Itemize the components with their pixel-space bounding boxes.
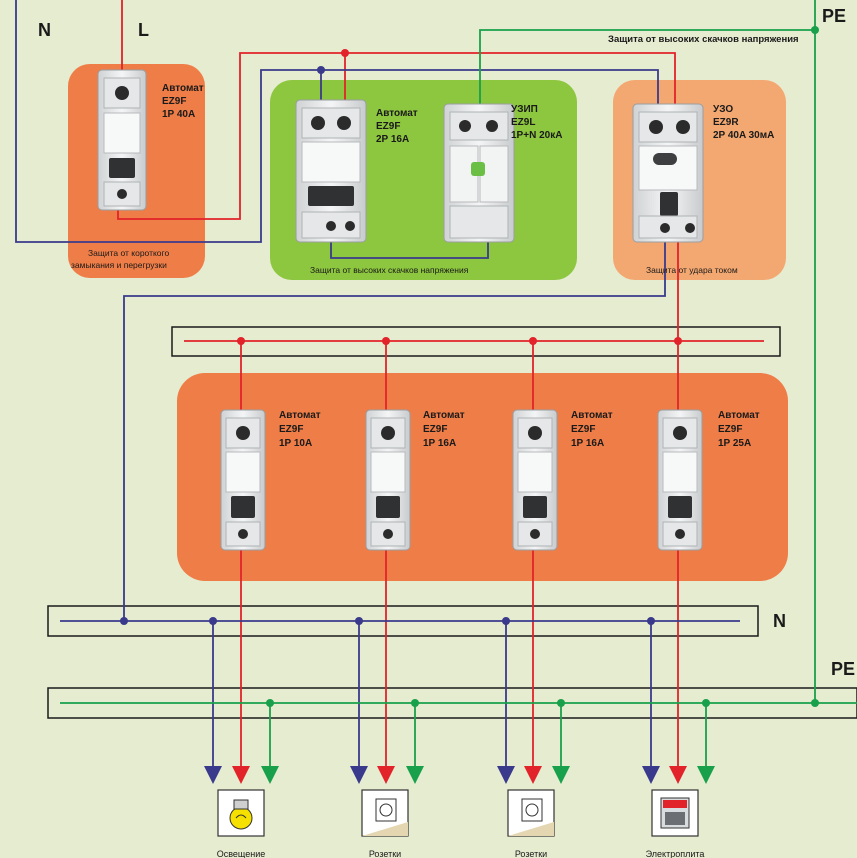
- top-banner-text: Защита от высоких скачков напряжения: [608, 34, 799, 45]
- branch-labels: Автомат EZ9F 1P 10A Автомат EZ9F 1P 16A …: [279, 410, 760, 449]
- branch-4-label-line3: 1P 25A: [718, 438, 751, 449]
- branch-breaker-4: [657, 409, 703, 551]
- two-pole-label-line1: Автомат: [376, 108, 418, 119]
- branch-2-label-line2: EZ9F: [423, 424, 447, 435]
- neutral-terminal-label: N: [38, 20, 51, 40]
- main-breaker-label-line1: Автомат: [162, 83, 204, 94]
- branch-1-label-line2: EZ9F: [279, 424, 303, 435]
- neutral-busbar: [47, 605, 759, 637]
- branch-3-label-line1: Автомат: [571, 410, 613, 421]
- load-caption-sockets-1: Розетки: [369, 849, 401, 858]
- load-caption-lighting: Освещение: [217, 849, 266, 858]
- branch-breaker-2: [365, 409, 411, 551]
- rcd-device: [632, 103, 704, 243]
- two-pole-breaker-label: Автомат EZ9F 2P 16A: [376, 108, 418, 145]
- main-caption-line1: Защита от короткого: [88, 248, 169, 258]
- branch-3-label-line3: 1P 16A: [571, 438, 604, 449]
- phase-busbar: [171, 326, 781, 357]
- spd-label-line2: EZ9L: [511, 117, 535, 128]
- main-breaker-label: Автомат EZ9F 1P 40A: [162, 83, 204, 120]
- branch-2-label-line1: Автомат: [423, 410, 465, 421]
- earth-bus-label: PE: [831, 659, 855, 679]
- branch-breaker-1: [220, 409, 266, 551]
- branch-3-label-line2: EZ9F: [571, 424, 595, 435]
- phase-wires: [117, 0, 764, 784]
- rcd-label-line2: EZ9R: [713, 117, 739, 128]
- main-caption-line2: замыкания и перегрузки: [71, 260, 167, 270]
- surge-protector-label: УЗИП EZ9L 1P+N 20кА: [511, 104, 562, 141]
- main-breaker-label-line2: EZ9F: [162, 96, 186, 107]
- rcd-label: УЗО EZ9R 2P 40A 30мА: [713, 104, 774, 141]
- load-caption-sockets-2: Розетки: [515, 849, 547, 858]
- spd-label-line1: УЗИП: [511, 104, 538, 115]
- earth-busbar: [47, 687, 857, 719]
- two-pole-label-line3: 2P 16A: [376, 134, 409, 145]
- electric-stove-icon: [651, 789, 699, 837]
- spd-label-line3: 1P+N 20кА: [511, 130, 562, 141]
- two-pole-breaker-device: [295, 99, 367, 243]
- branch-2-label-line3: 1P 16A: [423, 438, 456, 449]
- load-caption-stove: Электроплита: [646, 849, 705, 858]
- branch-1-label-line3: 1P 10A: [279, 438, 312, 449]
- socket-icon: [507, 789, 555, 837]
- surge-protector-device: [443, 103, 515, 243]
- main-breaker-label-line3: 1P 40A: [162, 109, 195, 120]
- neutral-bus-label: N: [773, 611, 786, 631]
- rcd-caption: Защита от удара током: [646, 265, 738, 275]
- neutral-wires: [15, 0, 740, 784]
- branch-breaker-3: [512, 409, 558, 551]
- branch-4-label-line1: Автомат: [718, 410, 760, 421]
- earth-junctions: [266, 26, 819, 707]
- surge-caption: Защита от высоких скачков напряжения: [310, 265, 469, 275]
- earth-terminal-label: PE: [822, 6, 846, 26]
- phase-terminal-label: L: [138, 20, 149, 40]
- light-bulb-icon: [217, 789, 265, 837]
- earth-wires: [60, 0, 857, 784]
- main-breaker-device: [97, 69, 147, 211]
- phase-junctions: [237, 49, 682, 345]
- rcd-label-line1: УЗО: [713, 104, 733, 115]
- branch-4-label-line2: EZ9F: [718, 424, 742, 435]
- branch-1-label-line1: Автомат: [279, 410, 321, 421]
- neutral-junctions: [120, 66, 655, 625]
- load-captions: Освещение Розетки Розетки Электроплита: [217, 849, 705, 858]
- socket-icon: [361, 789, 409, 837]
- rcd-label-line3: 2P 40A 30мА: [713, 130, 774, 141]
- branch-breakers-panel: [177, 373, 788, 581]
- two-pole-label-line2: EZ9F: [376, 121, 400, 132]
